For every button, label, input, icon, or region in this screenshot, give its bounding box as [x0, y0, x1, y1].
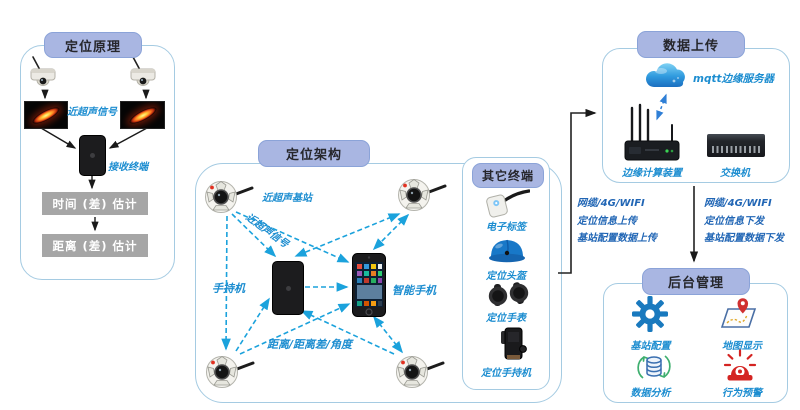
spectrogram-image: [24, 101, 68, 129]
upload-link-text: 网缆/4G/WIFI 定位信息上传 基站配置数据上传: [577, 195, 657, 248]
network-switch-icon: [707, 134, 765, 157]
upload-connector-line: [558, 108, 597, 274]
positioning-watch-label: 定位手表: [486, 313, 526, 324]
electronic-tag-icon: [486, 189, 530, 218]
alarm-icon: [723, 349, 757, 381]
gear-icon: [632, 296, 668, 332]
positioning-helmet-label: 定位头盔: [486, 271, 526, 282]
title-positioning-principle: 定位原理: [44, 32, 142, 58]
panel-backend-management: [603, 283, 788, 403]
cloud-router-link: [656, 93, 667, 121]
principle-arrows: [40, 89, 150, 232]
ultrasonic-base-station-icon: [205, 181, 254, 213]
title-positioning-architecture: 定位架构: [258, 140, 370, 167]
smartphone-label: 智能手机: [392, 284, 436, 297]
upload-link-line: 基站配置数据上传: [577, 233, 657, 244]
handheld-device: [272, 261, 304, 315]
positioning-watch-icon: [488, 282, 529, 306]
ultrasonic-signal-label: 近超声信号: [67, 107, 117, 118]
spectrogram-image: [120, 101, 165, 129]
map-display-label: 地图显示: [722, 341, 762, 352]
download-link-text: 网缆/4G/WIFI 定位信息下发 基站配置数据下发: [704, 195, 784, 248]
ultrasonic-base-station-icon: [396, 356, 445, 388]
measurement-label: 距离/距离差/角度: [267, 338, 353, 351]
positioning-helmet-icon: [489, 239, 525, 263]
map-pin-icon: [720, 298, 757, 328]
dome-camera-icon: [30, 56, 56, 86]
receiver-terminal-label: 接收终端: [108, 162, 148, 173]
smartphone-icon: [352, 253, 386, 317]
base-station-label: 近超声基站: [262, 193, 312, 204]
ultrasonic-base-station-icon: [206, 356, 255, 388]
handheld-label: 手持机: [212, 282, 245, 295]
electronic-tag-label: 电子标签: [486, 222, 526, 233]
panel-other-terminals: [462, 157, 550, 390]
edge-computing-label: 边缘计算装置: [622, 168, 682, 179]
positioning-handheld-icon: [501, 327, 527, 360]
positioning-handheld-label: 定位手持机: [481, 368, 531, 379]
distance-difference-estimate-box: 距离 (差) 估计: [42, 234, 148, 257]
receiver-terminal-device: [79, 135, 106, 176]
download-link-line: 基站配置数据下发: [704, 233, 784, 244]
ultrasonic-base-station-icon: [398, 179, 447, 211]
time-difference-estimate-box: 时间 (差) 估计: [42, 192, 148, 215]
title-backend-management: 后台管理: [642, 268, 750, 295]
dome-camera-icon: [130, 56, 156, 86]
ultrasonic-signal-arrows: [221, 211, 410, 355]
download-link-line: 网缆/4G/WIFI: [704, 198, 772, 209]
title-data-upload: 数据上传: [637, 31, 745, 58]
base-station-config-label: 基站配置: [630, 341, 671, 352]
download-link-line: 定位信息下发: [704, 215, 764, 227]
data-analysis-label: 数据分析: [630, 388, 671, 399]
mqtt-server-label: mqtt边缘服务器: [693, 73, 774, 85]
database-sync-icon: [637, 355, 671, 379]
upload-link-line: 网缆/4G/WIFI: [577, 198, 645, 209]
upload-link-line: 定位信息上传: [577, 215, 637, 227]
switch-label: 交换机: [720, 168, 750, 179]
cloud-icon: [646, 63, 685, 87]
edge-router-icon: [624, 103, 680, 161]
behavior-warning-label: 行为预警: [722, 388, 762, 399]
title-other-terminals: 其它终端: [472, 163, 544, 188]
